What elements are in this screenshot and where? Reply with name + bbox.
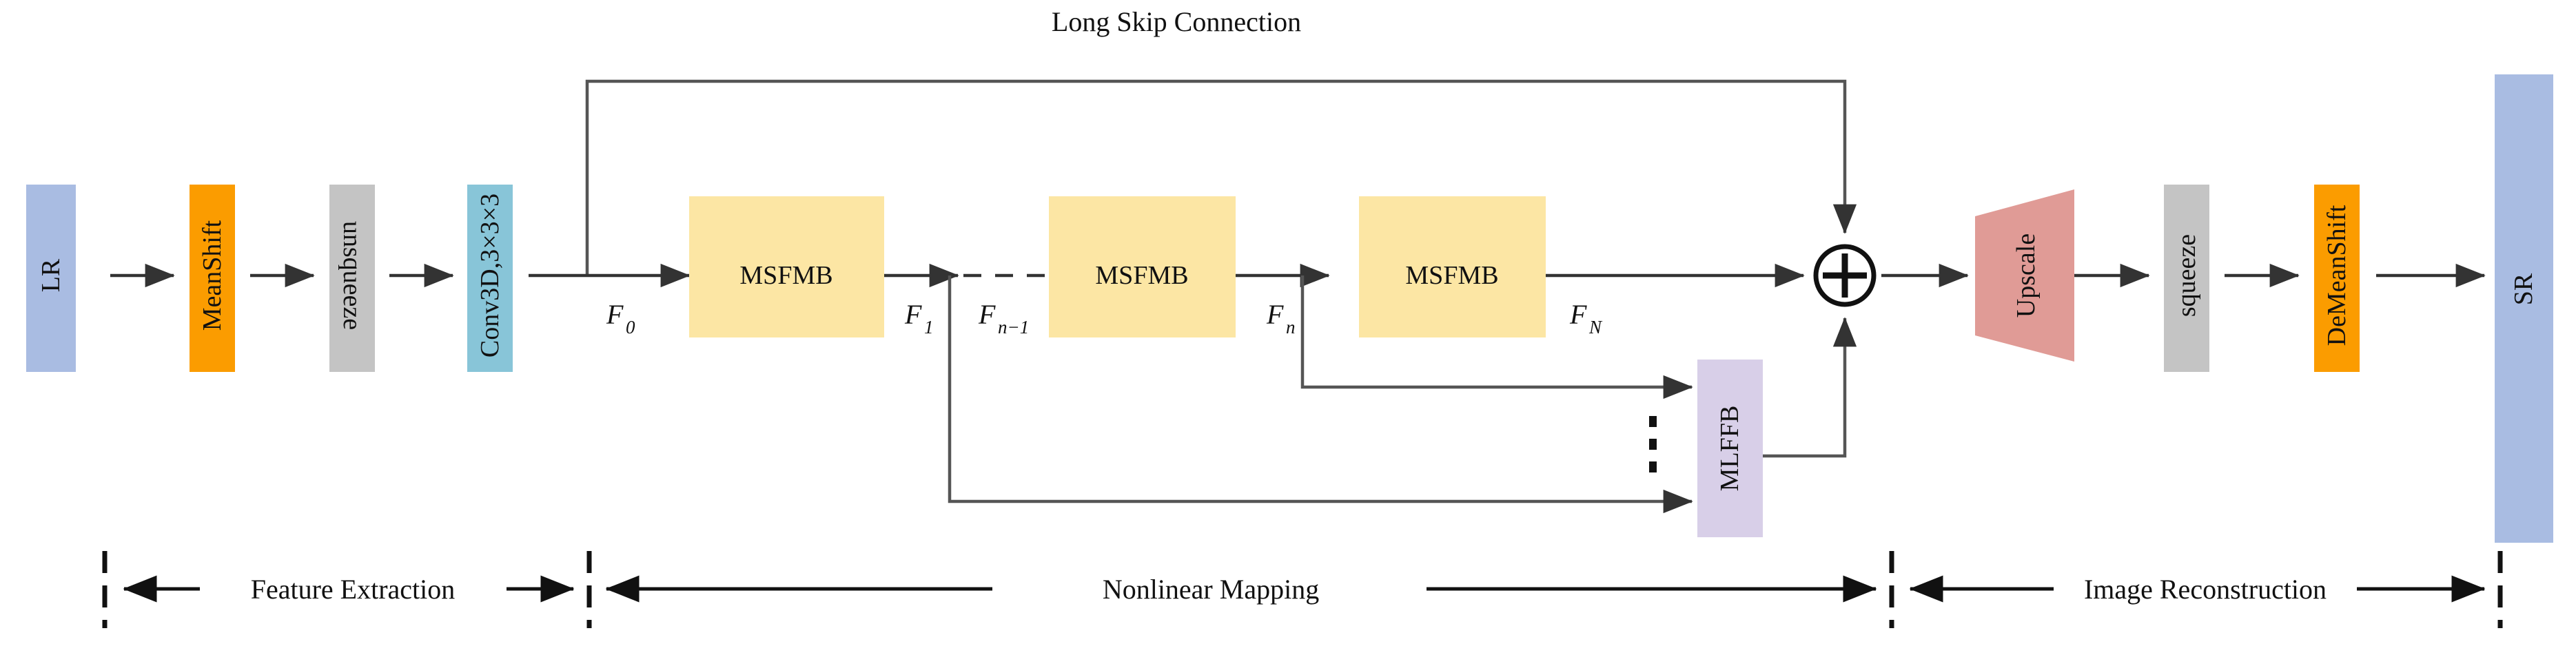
block-meanshift-label: MeanShift — [198, 220, 227, 331]
feature-label-fn-minus-1: F n−1 — [978, 299, 1029, 337]
block-lr[interactable]: LR — [26, 185, 76, 372]
block-meanshift[interactable]: MeanShift — [190, 185, 235, 372]
feature-label-f0-sub: 0 — [626, 317, 635, 337]
section-image-reconstruction-label: Image Reconstruction — [2084, 574, 2327, 605]
feature-label-fn-sub: n — [1286, 317, 1296, 337]
block-squeeze[interactable]: squeeze — [2164, 185, 2209, 372]
feature-label-f1-base: F — [904, 299, 922, 330]
ellipsis-dot-3 — [1649, 461, 1657, 472]
branch-f1-to-mlffb — [948, 275, 1693, 514]
section-nonlinear-mapping: Nonlinear Mapping — [605, 574, 1877, 605]
feature-label-f0: F 0 — [606, 299, 635, 337]
feature-label-fN: F N — [1569, 299, 1603, 337]
feature-label-fn-minus-1-base: F — [978, 299, 996, 330]
block-squeeze-label: squeeze — [2172, 234, 2201, 317]
block-squeeze-rect — [2164, 185, 2209, 372]
feature-label-f1-sub: 1 — [924, 317, 934, 337]
block-unsqueeze[interactable]: unsqueeze — [329, 185, 375, 372]
block-msfmb-3[interactable]: MSFMB — [1359, 196, 1546, 337]
block-sr-rect — [2495, 74, 2553, 543]
ellipsis-dot-2 — [1649, 439, 1657, 450]
ellipsis-dot-1 — [1649, 416, 1657, 427]
long-skip-connection-label: Long Skip Connection — [1052, 6, 1301, 37]
feature-label-fn-base: F — [1266, 299, 1284, 330]
block-msfmb-1-label: MSFMB — [739, 261, 832, 290]
block-msfmb-1[interactable]: MSFMB — [689, 196, 884, 337]
branch-ellipsis — [1649, 416, 1657, 472]
block-upscale-label: Upscale — [2012, 233, 2041, 318]
block-mlffb-rect — [1697, 360, 1763, 537]
block-msfmb-1-rect — [689, 196, 884, 337]
long-skip-connection — [585, 79, 1857, 275]
block-conv3d-rect — [467, 185, 513, 372]
block-demeanshift-rect — [2314, 185, 2360, 372]
block-lr-label: LR — [37, 258, 65, 292]
feature-label-f0-base: F — [606, 299, 624, 330]
feature-label-fn-minus-1-sub: n−1 — [998, 317, 1029, 337]
block-msfmb-3-label: MSFMB — [1405, 261, 1498, 290]
block-upscale-shape — [1975, 189, 2074, 362]
mlffb-output-to-sum — [1763, 317, 1857, 458]
feature-label-fn: F n — [1266, 299, 1296, 337]
sum-node[interactable] — [1813, 244, 1877, 307]
section-feature-extraction: Feature Extraction — [123, 574, 575, 605]
section-nonlinear-mapping-label: Nonlinear Mapping — [1103, 574, 1319, 605]
block-sr-label: SR — [2509, 273, 2538, 305]
block-msfmb-3-rect — [1359, 196, 1546, 337]
block-unsqueeze-label: unsqueeze — [338, 221, 367, 330]
block-lr-rect — [26, 185, 76, 372]
block-mlffb[interactable]: MLFFB — [1697, 360, 1763, 537]
long-skip-path — [585, 79, 1857, 275]
block-mlffb-label: MLFFB — [1715, 406, 1744, 492]
block-sr[interactable]: SR — [2495, 74, 2553, 543]
block-msfmb-2[interactable]: MSFMB — [1049, 196, 1236, 337]
block-demeanshift-label: DeMeanShift — [2322, 205, 2351, 346]
section-feature-extraction-label: Feature Extraction — [251, 574, 456, 605]
feature-label-fN-sub: N — [1588, 317, 1603, 337]
block-msfmb-2-rect — [1049, 196, 1236, 337]
block-msfmb-2-label: MSFMB — [1095, 261, 1188, 290]
section-image-reconstruction: Image Reconstruction — [1909, 574, 2486, 605]
feature-label-fN-base: F — [1569, 299, 1587, 330]
block-unsqueeze-rect — [329, 185, 375, 372]
block-meanshift-rect — [190, 185, 235, 372]
section-dividers — [102, 551, 2503, 628]
block-demeanshift[interactable]: DeMeanShift — [2314, 185, 2360, 372]
feature-label-f1: F 1 — [904, 299, 934, 337]
mlffb-branches — [948, 275, 1857, 514]
branch-fn-to-mlffb — [1300, 275, 1693, 399]
block-conv3d[interactable]: Conv3D,3×3×3 — [467, 185, 513, 372]
block-upscale[interactable]: Upscale — [1975, 189, 2074, 362]
block-conv3d-label: Conv3D,3×3×3 — [476, 194, 504, 357]
